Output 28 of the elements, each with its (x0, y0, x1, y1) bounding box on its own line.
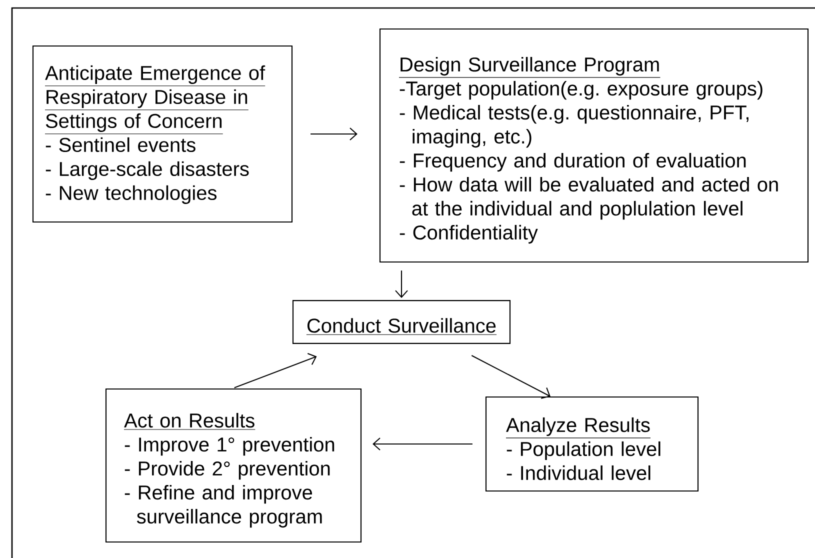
process-box (379, 28, 809, 263)
list-item: - Refine and improve surveillance program (124, 484, 322, 528)
list-item: - Medical tests(e.g. questionnaire, PFT, imaging, etc.) (400, 104, 748, 148)
list-item: - Frequency and duration of evaluation (400, 152, 746, 172)
list-item: - Confidentiality (400, 224, 538, 244)
box-heading: Anticipate Emergence of Respiratory Disease in Settings of Concern (44, 65, 266, 132)
process-box (105, 388, 362, 543)
process-box (32, 45, 293, 223)
list-item: - Population level (506, 441, 660, 460)
box-heading: Act on Results (124, 412, 254, 428)
arrow (395, 270, 408, 298)
list-item: - New technologies (46, 185, 217, 204)
box-heading: Conduct Surveillance (307, 318, 496, 333)
list-item: -Target population(e.g. exposure groups) (400, 80, 762, 100)
box-heading: Analyze Results (506, 417, 650, 436)
arrow (234, 352, 317, 388)
list-item: - Improve 1° prevention (124, 436, 334, 456)
list-item: - Provide 2° prevention (124, 460, 330, 480)
arrow (310, 128, 358, 140)
arrow (471, 355, 550, 399)
process-box (485, 396, 699, 492)
box-heading: Design Surveillance Program (400, 56, 659, 76)
list-item: - How data will be evaluated and acted on at the individual and poplulation level (400, 176, 778, 220)
list-item: - Sentinel events (46, 137, 196, 152)
list-item: - Large-scale disasters (46, 161, 249, 180)
process-box (292, 300, 511, 344)
arrow (372, 438, 472, 450)
list-item: - Individual level (506, 465, 650, 480)
